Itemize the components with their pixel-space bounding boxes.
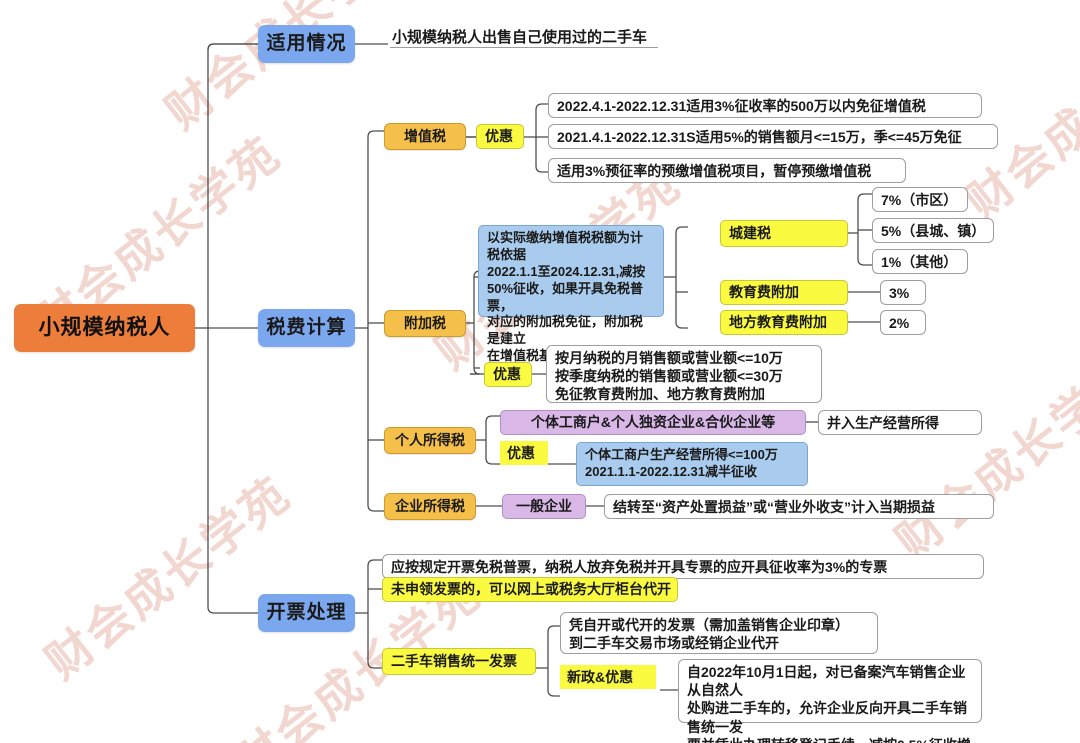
leaf-invoicing-agent-issue[interactable]: 未申领发票的，可以网上或税务大厅柜台代开 (382, 577, 678, 602)
leaf-vat-benefit-2[interactable]: 2021.4.1-2022.12.31S适用5%的销售额月<=15万，季<=45… (548, 124, 998, 149)
node-individual-income-tax[interactable]: 个人所得税 (384, 427, 476, 454)
root-node[interactable]: 小规模纳税人 (14, 304, 195, 352)
node-corporate-income-tax[interactable]: 企业所得税 (384, 493, 476, 520)
node-education-surcharge[interactable]: 教育费附加 (720, 280, 848, 305)
leaf-new-policy-detail[interactable]: 自2022年10月1日起，对已备案汽车销售企业从自然人 处购进二手车的，允许企业… (678, 659, 982, 743)
leaf-iit-business-income[interactable]: 并入生产经营所得 (818, 410, 982, 435)
node-used-car-unified-invoice[interactable]: 二手车销售统一发票 (382, 648, 536, 675)
leaf-invoicing-rule[interactable]: 应按规定开票免税普票，纳税人放弃免税并开具专票的应开具征收率为3%的专票 (382, 554, 984, 579)
leaf-used-car-invoice-method[interactable]: 凭自开或代开的发票（需加盖销售企业印章） 到二手车交易市场或经销企业代开 (560, 612, 878, 654)
node-new-policy-benefit[interactable]: 新政&优惠 (560, 665, 656, 689)
leaf-surtax-benefit-detail[interactable]: 按月纳税的月销售额或营业额<=10万 按季度纳税的销售额或营业额<=30万 免征… (546, 345, 822, 403)
node-iit-entity-types[interactable]: 个体工商户&个人独资企业&合伙企业等 (500, 410, 806, 435)
leaf-applicable-case-detail[interactable]: 小规模纳税人出售自己使用过的二手车 (390, 24, 658, 48)
watermark-text: 财会成长学苑 (35, 466, 301, 690)
watermark-text: 财会成长学苑 (885, 346, 1080, 570)
node-vat-benefit[interactable]: 优惠 (476, 124, 524, 149)
branch-node-applicable-case[interactable]: 适用情况 (258, 25, 355, 63)
leaf-ucm-rate-other[interactable]: 1%（其他） (872, 249, 968, 274)
node-vat[interactable]: 增值税 (384, 123, 466, 150)
leaf-iit-benefit-detail[interactable]: 个体工商户生产经营所得<=100万 2021.1.1-2022.12.31减半征… (576, 442, 808, 486)
leaf-education-surcharge-rate[interactable]: 3% (880, 280, 926, 305)
node-general-enterprise[interactable]: 一般企业 (502, 494, 586, 519)
branch-node-invoicing[interactable]: 开票处理 (258, 594, 355, 632)
branch-node-tax-calculation[interactable]: 税费计算 (258, 309, 355, 347)
node-surtax[interactable]: 附加税 (384, 310, 466, 337)
note-surtax-basis[interactable]: 以实际缴纳增值税税额为计税依据 2022.1.1至2024.12.31,减按 5… (478, 225, 664, 363)
node-local-education-surcharge[interactable]: 地方教育费附加 (720, 310, 848, 335)
node-urban-construction-tax[interactable]: 城建税 (720, 220, 848, 247)
leaf-ucm-rate-city[interactable]: 7%（市区） (872, 187, 968, 212)
node-surtax-benefit[interactable]: 优惠 (484, 362, 532, 387)
leaf-cit-treatment[interactable]: 结转至“资产处置损益”或“营业外收支”计入当期损益 (604, 494, 994, 519)
watermark-text: 财会成长学苑 (155, 0, 421, 140)
leaf-vat-benefit-1[interactable]: 2022.4.1-2022.12.31适用3%征收率的500万以内免征增值税 (548, 93, 982, 118)
leaf-local-education-surcharge-rate[interactable]: 2% (880, 310, 926, 335)
leaf-ucm-rate-county[interactable]: 5%（县城、镇） (872, 218, 994, 243)
leaf-vat-benefit-3[interactable]: 适用3%预征率的预缴增值税项目，暂停预缴增值税 (548, 158, 906, 183)
node-iit-benefit[interactable]: 优惠 (500, 441, 548, 465)
